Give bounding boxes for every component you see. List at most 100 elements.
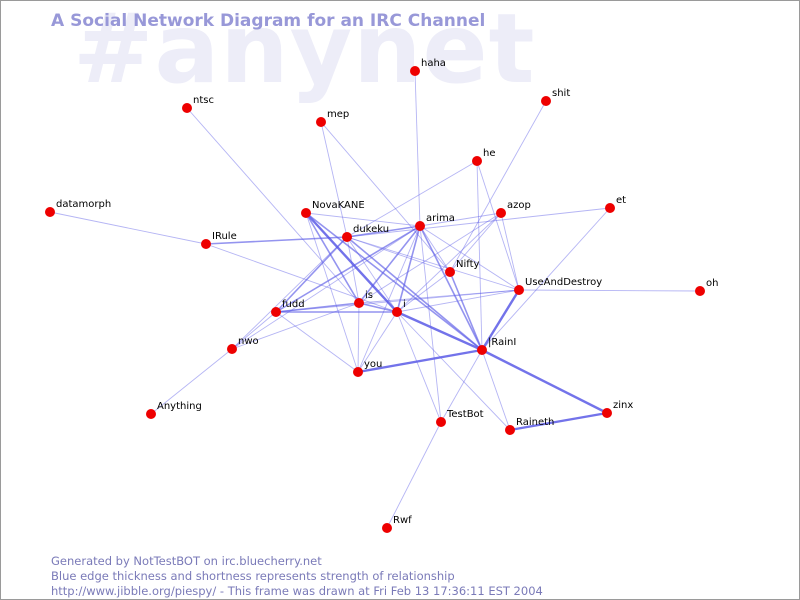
node-label: mep (327, 109, 349, 120)
footer: Generated by NotTestBOT on irc.bluecherr… (51, 554, 543, 599)
node-oh: oh (695, 278, 718, 296)
edge-azop-Nifty (449, 212, 502, 273)
edge-ntsc-is (186, 107, 360, 304)
node-dot (436, 417, 446, 427)
footer-legend-note: Blue edge thickness and shortness repres… (51, 569, 455, 583)
edge-et-dukeku (346, 207, 611, 238)
edge-arima-TestBot (419, 225, 442, 423)
edge-arima-IRainI (419, 225, 483, 351)
edge-azop-UseAndDestroy (500, 212, 520, 291)
node-arima: arima (415, 213, 455, 231)
node-label: NovaKANE (312, 200, 365, 211)
node-dot (445, 267, 455, 277)
node-dot (695, 286, 705, 296)
node-dot (514, 285, 524, 295)
node-azop: azop (496, 200, 531, 218)
node-label: oh (706, 278, 718, 289)
node-label: zinx (613, 400, 633, 411)
edge-i-TestBot (396, 311, 442, 423)
edge-UseAndDestroy-IRainI (480, 289, 521, 351)
edge-azop-i (396, 212, 502, 313)
edge-haha-arima (414, 70, 421, 227)
node-ntsc: ntsc (182, 95, 214, 113)
edge-et-IRainI (481, 207, 611, 351)
node-label: Nifty (456, 259, 480, 270)
node-label: arima (426, 213, 455, 224)
edge-IRule-i (205, 243, 398, 313)
edge-dukeku-IRainI (346, 236, 483, 351)
edge-he-UseAndDestroy (476, 160, 520, 291)
node-nwo: nwo (227, 336, 259, 354)
node-dot (605, 203, 615, 213)
edge-arima-i (396, 225, 421, 313)
edge-arima-fudd (275, 225, 421, 313)
node-dot (271, 307, 281, 317)
node-UseAndDestroy: UseAndDestroy (514, 277, 602, 295)
node-dot (316, 117, 326, 127)
node-dot (382, 523, 392, 533)
node-label: is (365, 290, 373, 301)
node-i: i (392, 299, 406, 317)
node-label: Raineth (516, 417, 554, 428)
node-he: he (472, 148, 496, 166)
edge-NovaKANE-IRainI (305, 212, 483, 351)
edge-fudd-is (275, 302, 360, 313)
node-dot (505, 425, 515, 435)
edge-layer (49, 70, 701, 529)
node-dot (201, 239, 211, 249)
node-IRainI: |RainI (477, 337, 516, 355)
edge-Nifty-i (396, 271, 451, 313)
edge-shit-Nifty (449, 100, 547, 273)
edge-NovaKANE-arima (305, 212, 421, 227)
edge-azop-is (358, 212, 502, 304)
edge-IRainI-you (357, 348, 483, 374)
node-dot (496, 208, 506, 218)
node-dukeku: dukeku (342, 224, 389, 242)
node-TestBot: TestBot (436, 409, 484, 427)
node-dot (477, 345, 487, 355)
edge-datamorph-IRule (49, 211, 207, 245)
edge-NovaKANE-you (305, 212, 359, 373)
node-label: he (483, 148, 496, 159)
node-IRule: IRule (201, 231, 237, 249)
channel-watermark: #anynet (73, 0, 536, 105)
node-dot (146, 409, 156, 419)
node-you: you (353, 359, 382, 377)
edge-IRainI-zinx (481, 348, 608, 415)
edge-UseAndDestroy-is (358, 289, 520, 304)
node-label: et (616, 195, 626, 206)
edge-dukeku-nwo (231, 236, 348, 350)
edge-he-dukeku (346, 160, 478, 238)
node-dot (541, 96, 551, 106)
edge-mep-Nifty (320, 121, 451, 273)
node-mep: mep (316, 109, 349, 127)
edge-IRainI-Raineth (481, 349, 511, 431)
edge-NovaKANE-is (305, 212, 360, 304)
edge-TestBot-Rwf (386, 421, 442, 529)
edge-he-IRainI (476, 160, 483, 351)
edge-arima-dukeku (346, 225, 421, 238)
node-Anything: Anything (146, 401, 202, 419)
node-label: Rwf (393, 515, 412, 526)
edge-Raineth-zinx (509, 411, 608, 432)
node-label: TestBot (446, 409, 484, 420)
node-NovaKANE: NovaKANE (301, 200, 365, 218)
node-dot (182, 103, 192, 113)
footer-url-timestamp: http://www.jibble.org/piespy/ - This fra… (51, 584, 543, 598)
node-datamorph: datamorph (45, 199, 111, 217)
edge-is-nwo (231, 302, 360, 350)
edge-Nifty-IRainI (449, 271, 483, 351)
node-is: is (354, 290, 373, 308)
node-et: et (605, 195, 626, 213)
edge-arima-you (357, 225, 421, 373)
node-dot (45, 207, 55, 217)
footer-generated-by: Generated by NotTestBOT on irc.bluecherr… (51, 554, 322, 568)
node-label: i (403, 299, 406, 310)
edge-dukeku-is (346, 236, 360, 304)
node-label: ntsc (193, 95, 214, 106)
edge-arima-UseAndDestroy (419, 225, 520, 291)
edge-NovaKANE-i (305, 212, 398, 313)
edge-fudd-you (275, 311, 359, 373)
